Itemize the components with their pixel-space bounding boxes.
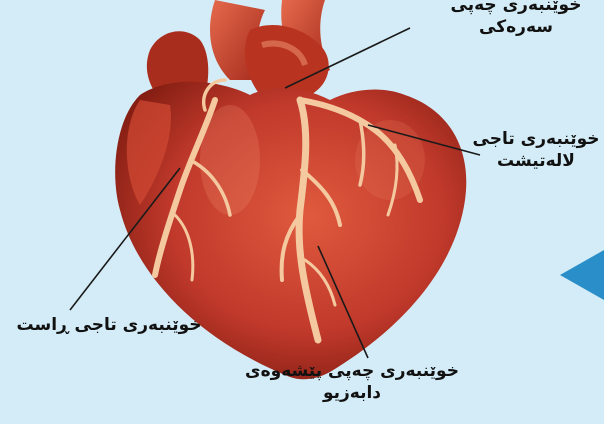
label-line: سەرەکی <box>430 16 602 38</box>
label-line: لالەتیشت <box>468 150 604 172</box>
label-left-main-artery: خوێنبەری چەپی سەرەکی <box>430 0 602 38</box>
label-line: خوێنبەری چەپی پێشەوەی <box>236 360 468 382</box>
label-left-anterior-descending: خوێنبەری چەپی پێشەوەی دابەزیو <box>236 360 468 404</box>
label-line: دابەزیو <box>236 382 468 404</box>
blue-arrow-shape <box>560 250 604 300</box>
label-right-coronary-artery: خوێنبەری تاجی ڕاست <box>4 314 214 336</box>
label-line: خوێنبەری چەپی <box>430 0 602 16</box>
label-line: خوێنبەری تاجی ڕاست <box>4 314 214 336</box>
label-line: خوێنبەری تاجی <box>468 128 604 150</box>
label-left-coronary-circumflex: خوێنبەری تاجی لالەتیشت <box>468 128 604 172</box>
